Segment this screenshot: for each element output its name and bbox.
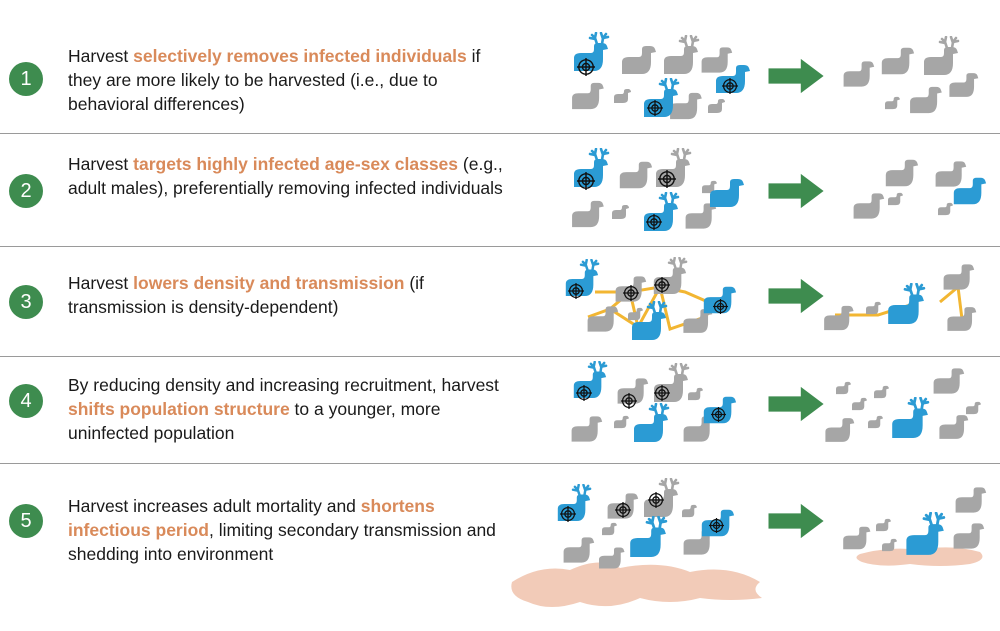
row-2-highlight: targets highly infected age-sex classes	[133, 154, 459, 174]
row-3-illustration	[500, 247, 1000, 356]
after-population	[843, 36, 979, 114]
divider-4	[0, 463, 1000, 464]
divider-3	[0, 356, 1000, 357]
right-arrow-icon	[768, 58, 824, 94]
row-4-text: By reducing density and increasing recru…	[68, 373, 518, 445]
row-1-text-post: if they are more likely to be harvested …	[68, 46, 481, 114]
row-4-text-pre: By reducing density and increasing recru…	[68, 375, 499, 395]
row-3: 3 Harvest lowers density and transmissio…	[0, 247, 1000, 356]
after-population	[824, 264, 977, 331]
row-2-illustration	[500, 134, 1000, 246]
row-4-highlight: shifts population structure	[68, 399, 290, 419]
divider-2	[0, 246, 1000, 247]
row-1-highlight: selectively removes infected individuals	[133, 46, 467, 66]
row-2-text: Harvest targets highly infected age-sex …	[68, 152, 518, 200]
step-number-2: 2	[9, 174, 43, 208]
step-number-1: 1	[9, 62, 43, 96]
row-4-text-post: to a younger, more uninfected population	[68, 399, 441, 443]
divider-1	[0, 133, 1000, 134]
right-arrow-icon	[768, 173, 824, 209]
row-1: 1 Harvest selectively removes infected i…	[0, 0, 1000, 133]
row-3-highlight: lowers density and transmission	[133, 273, 405, 293]
environment-contamination	[511, 562, 762, 607]
right-arrow-icon	[768, 278, 824, 314]
after-population	[853, 159, 987, 219]
after-population	[825, 368, 981, 442]
before-population	[564, 257, 737, 341]
row-1-text-pre: Harvest	[68, 46, 134, 66]
before-population	[571, 361, 737, 443]
step-number-3: 3	[9, 285, 43, 319]
row-1-illustration	[500, 0, 1000, 133]
step-number-4: 4	[9, 384, 43, 418]
row-3-text: Harvest lowers density and transmission …	[68, 271, 518, 319]
row-5-highlight: shortens infectious period	[68, 496, 435, 540]
step-number-5: 5	[9, 504, 43, 538]
row-5-text: Harvest increases adult mortality and sh…	[68, 494, 518, 566]
row-5-text-pre: Harvest increases adult mortality and	[68, 496, 361, 516]
row-3-text-post: (if transmission is density-dependent)	[68, 273, 424, 317]
row-5-text-post: , limiting secondary transmission and sh…	[68, 520, 496, 564]
row-3-text-pre: Harvest	[68, 273, 134, 293]
row-5: 5 Harvest increases adult mortality and …	[0, 464, 1000, 631]
after-population	[843, 487, 987, 556]
row-4-illustration	[500, 357, 1000, 463]
environment-contamination-after	[856, 547, 983, 566]
row-2-text-post: (e.g., adult males), preferentially remo…	[68, 154, 503, 198]
before-population	[572, 32, 750, 120]
row-4: 4 By reducing density and increasing rec…	[0, 357, 1000, 463]
right-arrow-icon	[768, 503, 824, 539]
before-population	[572, 148, 744, 232]
right-arrow-icon	[768, 386, 824, 422]
before-population	[556, 478, 735, 569]
row-2: 2 Harvest targets highly infected age-se…	[0, 134, 1000, 246]
row-2-text-pre: Harvest	[68, 154, 134, 174]
row-1-text: Harvest selectively removes infected ind…	[68, 44, 518, 116]
row-5-illustration	[500, 464, 1000, 631]
